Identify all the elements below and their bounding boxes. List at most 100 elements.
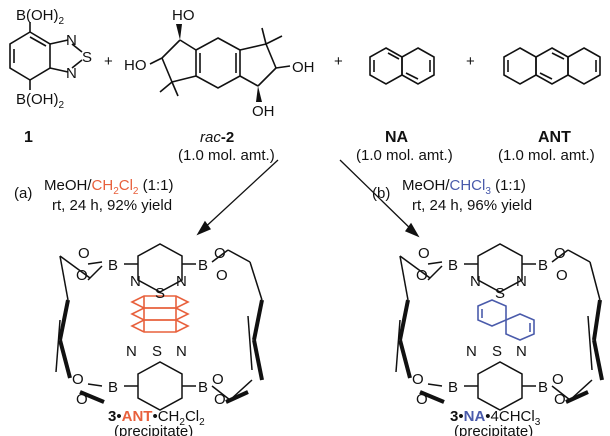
left-ring-bond bbox=[161, 39, 181, 59]
hydroxyl-bottom: OH bbox=[252, 103, 275, 120]
cage-bond bbox=[427, 261, 443, 265]
cage-bond bbox=[87, 265, 103, 281]
cage-atom-o: O bbox=[554, 391, 566, 408]
cage-bond bbox=[567, 249, 591, 263]
guest-na bbox=[477, 299, 535, 341]
methyl-bond bbox=[159, 81, 173, 93]
cage-atom-o: O bbox=[214, 245, 226, 262]
cage-atom-b: B bbox=[448, 257, 458, 274]
cage-bold-bond bbox=[79, 390, 105, 404]
anthracene-layer bbox=[130, 307, 190, 321]
cage-bond bbox=[399, 255, 409, 301]
boronic-acid-top: B(OH)2 bbox=[16, 7, 65, 27]
cage-atom-o: O bbox=[216, 267, 228, 284]
cage-atom-b: B bbox=[538, 379, 548, 396]
wedge-bond bbox=[256, 86, 262, 102]
cage-bt-ring-bottom bbox=[477, 361, 523, 411]
anthracene-ring bbox=[567, 47, 601, 85]
cage-left-bonds bbox=[55, 243, 263, 411]
cage-atom-b: B bbox=[108, 257, 118, 274]
naphthalene-ring bbox=[505, 313, 535, 341]
cage-bond bbox=[395, 319, 401, 373]
cage-bold-bond bbox=[58, 339, 72, 379]
cage-bond bbox=[589, 261, 601, 301]
naphthalene-ring bbox=[401, 47, 435, 85]
plus-sign-1: + bbox=[104, 53, 113, 70]
arrow-a-shaft bbox=[199, 159, 279, 233]
cage-atom-o: O bbox=[416, 267, 428, 284]
ring-double-bond bbox=[29, 36, 47, 47]
ant-amount: (1.0 mol. amt.) bbox=[498, 147, 595, 164]
hydroxyl-left: HO bbox=[124, 57, 147, 74]
cage-atom-o: O bbox=[418, 245, 430, 262]
anthracene-layer bbox=[130, 319, 190, 333]
cage-bond bbox=[399, 255, 431, 279]
cage-left: O O B B O O N N S N N S O O B B O O bbox=[55, 243, 264, 411]
cage-bold-bond bbox=[565, 390, 589, 404]
cage-bond bbox=[55, 319, 61, 373]
ring-double-bond bbox=[539, 72, 553, 80]
cage-atom-o: O bbox=[416, 391, 428, 408]
condition-b-letter: (b) bbox=[372, 185, 390, 202]
cage-bold-bond bbox=[592, 299, 602, 341]
cage-atom-n: N bbox=[470, 273, 481, 290]
hydroxyl-top: HO bbox=[172, 7, 195, 24]
product-left-state: (precipitate) bbox=[114, 423, 193, 436]
condition-b-details: rt, 24 h, 96% yield bbox=[412, 197, 532, 214]
product-right-label: 3•NA•4CHCl3 bbox=[450, 408, 541, 428]
cage-bond bbox=[551, 249, 569, 263]
cage-atom-n: N bbox=[130, 273, 141, 290]
methyl-bond bbox=[261, 27, 267, 45]
cage-atom-n: N bbox=[516, 273, 527, 290]
cage-atom-o: O bbox=[412, 371, 424, 388]
cage-bond bbox=[427, 383, 443, 387]
cage-atom-b: B bbox=[198, 379, 208, 396]
left-ring-bond bbox=[161, 57, 173, 83]
oh-bond bbox=[149, 57, 163, 65]
product-left-label: 3•ANT•CH2Cl2 bbox=[108, 408, 205, 428]
ring-double-bond bbox=[387, 52, 400, 60]
cage-bold-bond bbox=[398, 299, 410, 341]
cage-bond bbox=[211, 385, 231, 401]
cage-bt-ring-bottom bbox=[137, 361, 183, 411]
ring-double-bond bbox=[405, 72, 419, 80]
cage-atom-o: O bbox=[214, 391, 226, 408]
cage-bond bbox=[587, 315, 593, 371]
cage-bt-ring-top bbox=[477, 243, 523, 293]
cage-bond bbox=[427, 265, 443, 281]
cage-bold-bond bbox=[252, 339, 264, 381]
wedge-bond bbox=[176, 24, 182, 40]
plus-sign-2: + bbox=[334, 53, 343, 70]
compound-2-amount: (1.0 mol. amt.) bbox=[178, 147, 275, 164]
reaction-arrows bbox=[196, 159, 420, 238]
cage-atom-n: N bbox=[516, 343, 527, 360]
arrow-a-head bbox=[196, 220, 212, 236]
compound-2-label: rac-2 bbox=[200, 129, 234, 146]
cage-bold-bond bbox=[58, 299, 70, 341]
cage-right-bonds bbox=[395, 243, 601, 411]
cage-bond bbox=[87, 261, 103, 265]
cage-bond bbox=[551, 385, 571, 401]
cage-atom-o: O bbox=[212, 371, 224, 388]
naphthalene bbox=[369, 47, 435, 85]
cage-bond bbox=[87, 383, 103, 387]
left-ring-bond bbox=[171, 75, 197, 83]
central-benzene-ring bbox=[195, 37, 241, 89]
thiadiazole-bond bbox=[49, 39, 69, 45]
cage-atom-n: N bbox=[176, 343, 187, 360]
right-ring-bond bbox=[257, 67, 277, 87]
cage-atom-b: B bbox=[108, 379, 118, 396]
cage-atom-s: S bbox=[495, 285, 505, 302]
cage-atom-o: O bbox=[76, 391, 88, 408]
boronic-acid-bottom: B(OH)2 bbox=[16, 91, 65, 111]
cage-bold-bond bbox=[225, 390, 249, 404]
cage-left-wall-bonds bbox=[58, 299, 264, 404]
cage-bold-bond bbox=[398, 339, 412, 379]
guest-ant bbox=[130, 295, 190, 333]
compound-1 bbox=[9, 22, 83, 90]
oh-bond bbox=[275, 65, 291, 69]
ring-double-bond bbox=[551, 52, 565, 60]
cage-atom-b: B bbox=[198, 257, 208, 274]
cage-atom-b: B bbox=[448, 379, 458, 396]
